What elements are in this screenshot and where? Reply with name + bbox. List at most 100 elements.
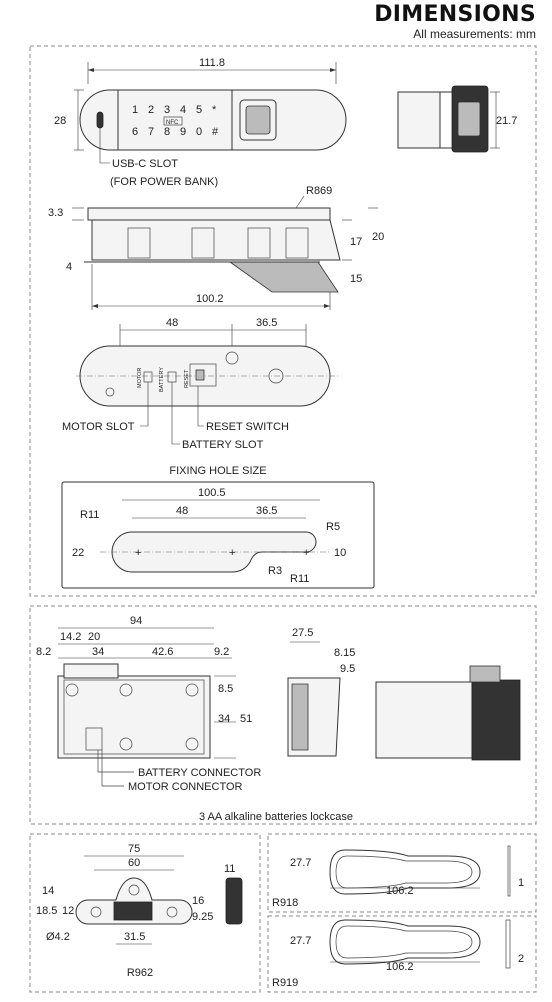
dim-fix-r11b: R11 xyxy=(290,573,309,585)
motor-slot-label: MOTOR SLOT xyxy=(62,421,135,433)
dim-h20: 20 xyxy=(372,231,384,243)
dim-lc-27-5: 27.5 xyxy=(292,627,313,639)
dim-fix-r5: R5 xyxy=(326,521,340,533)
key-8: 8 xyxy=(164,126,170,138)
battery-connector-label: BATTERY CONNECTOR xyxy=(138,767,261,779)
key-hash: # xyxy=(212,126,219,138)
dim-strike-31-5: 31.5 xyxy=(124,931,145,943)
reset-switch-label: RESET SWITCH xyxy=(206,421,289,433)
dim-fix-22: 22 xyxy=(72,547,84,559)
key-3: 3 xyxy=(164,104,170,116)
side-view: 3.3 R869 17 20 15 4 100.2 xyxy=(48,185,384,310)
power-bank-label: (FOR POWER BANK) xyxy=(110,176,218,188)
plate-r918-height: 27.7 xyxy=(290,857,311,869)
page-title: DIMENSIONS xyxy=(374,2,536,27)
dim-lc-9-2: 9.2 xyxy=(214,646,229,658)
dim-fix-10: 10 xyxy=(334,547,346,559)
plate-r919-name: R919 xyxy=(272,977,298,989)
tag-reset: RESET xyxy=(184,369,190,388)
dim-strike-75: 75 xyxy=(128,843,140,855)
dim-lc-8-2: 8.2 xyxy=(36,646,51,658)
plate-r919-thickness: 2 xyxy=(518,953,524,965)
dim-h4: 4 xyxy=(66,261,72,273)
panel-plate-r918 xyxy=(267,833,537,913)
page-subtitle: All measurements: mm xyxy=(413,27,536,41)
panel-lock-dimensions xyxy=(29,45,537,597)
plate-r919: 27.7 106.2 2 R919 xyxy=(272,919,524,989)
key-5: 5 xyxy=(196,104,202,116)
dim-height-top: 28 xyxy=(54,115,66,127)
usb-c-label: USB-C SLOT xyxy=(112,158,178,170)
dim-lc-8-5: 8.5 xyxy=(218,683,233,695)
plate-r918-name: R918 xyxy=(272,897,298,909)
plate-r918: 27.7 106.2 1 R918 xyxy=(272,845,524,909)
dim-strike-diameter: Ø4.2 xyxy=(46,931,70,943)
dim-strike-9-25: 9.25 xyxy=(192,911,213,923)
dim-lc-94: 94 xyxy=(130,615,142,627)
fix-mark-1: + xyxy=(135,547,141,559)
dim-lc-34: 34 xyxy=(92,646,104,658)
dim-strike-12: 12 xyxy=(62,905,74,917)
fixing-hole-title: FIXING HOLE SIZE xyxy=(169,465,266,477)
dim-fix-r3: R3 xyxy=(268,565,282,577)
lockcase-front: 94 14.2 20 8.2 34 42.6 9.2 8.5 34 51 BAT… xyxy=(36,615,261,793)
battery-slot-label: BATTERY SLOT xyxy=(182,439,264,451)
dim-lc-51: 51 xyxy=(240,713,252,725)
panel-plate-r919 xyxy=(267,915,537,993)
dim-lc-9-5: 9.5 xyxy=(340,663,355,675)
dim-strike-14: 14 xyxy=(42,885,54,897)
dim-back-36-5: 36.5 xyxy=(256,317,277,329)
tag-motor: MOTOR xyxy=(137,368,143,388)
dim-back-48: 48 xyxy=(166,317,178,329)
dim-lc-20: 20 xyxy=(88,631,100,643)
dim-h15: 15 xyxy=(350,273,362,285)
dim-fix-length: 100.5 xyxy=(198,487,226,499)
lockcase-side: 27.5 8.15 9.5 xyxy=(287,627,355,757)
key-6: 6 xyxy=(132,126,138,138)
key-9: 9 xyxy=(180,126,186,138)
fix-mark-2: + xyxy=(229,547,235,559)
panel-strike xyxy=(29,833,261,993)
panel-lockcase xyxy=(29,605,537,825)
dim-fix-r11: R11 xyxy=(80,509,99,521)
lockcase-caption: 3 AA alkaline batteries lockcase xyxy=(199,811,353,823)
dim-strike-16: 16 xyxy=(192,895,204,907)
fix-mark-3: + xyxy=(303,547,309,559)
end-view: 21.7 xyxy=(397,85,517,153)
key-0: 0 xyxy=(196,126,202,138)
dim-fix-36-5: 36.5 xyxy=(256,505,277,517)
dim-lc-42-6: 42.6 xyxy=(152,646,173,658)
dim-h17: 17 xyxy=(350,236,362,248)
dim-strike-11: 11 xyxy=(224,863,235,875)
plate-r918-thickness: 1 xyxy=(518,877,524,889)
strike-plate: 75 60 11 14 18.5 12 16 9.25 31.5 Ø4.2 R9… xyxy=(36,843,243,979)
dim-fix-48: 48 xyxy=(176,505,188,517)
dim-strike-18-5: 18.5 xyxy=(36,905,57,917)
dim-lc-14-2: 14.2 xyxy=(60,631,81,643)
dim-side-length: 100.2 xyxy=(196,293,224,305)
dim-top-offset: 3.3 xyxy=(48,207,63,219)
top-view: 111.8 1 2 3 4 5 * 6 7 8 9 0 # NFC 28 USB… xyxy=(54,57,347,188)
plate-r919-length: 106.2 xyxy=(386,961,414,973)
plate-r918-length: 106.2 xyxy=(386,885,414,897)
motor-connector-label: MOTOR CONNECTOR xyxy=(128,781,243,793)
strike-name: R962 xyxy=(127,967,153,979)
key-star: * xyxy=(212,104,217,116)
dim-strike-60: 60 xyxy=(128,857,140,869)
keypad: 1 2 3 4 5 * 6 7 8 9 0 # NFC xyxy=(132,104,219,138)
tag-battery: BATTERY xyxy=(159,367,165,392)
key-2: 2 xyxy=(148,104,154,116)
dim-lc-8-15: 8.15 xyxy=(334,647,355,659)
key-1: 1 xyxy=(132,104,138,116)
fixing-hole-view: 100.5 R11 48 36.5 R5 + + + 22 10 R3 R11 xyxy=(61,481,375,589)
dim-length-top: 111.8 xyxy=(199,57,225,69)
back-view: 48 36.5 MOTOR BATTERY RESET MOTOR SLOT B… xyxy=(62,317,340,451)
lockcase-3d xyxy=(375,665,521,761)
dim-end-height: 21.7 xyxy=(496,115,517,127)
nfc-mark: NFC xyxy=(166,120,179,126)
dim-lc-34v: 34 xyxy=(218,713,230,725)
plate-r919-height: 27.7 xyxy=(290,935,311,947)
key-4: 4 xyxy=(180,104,186,116)
key-7: 7 xyxy=(148,126,154,138)
